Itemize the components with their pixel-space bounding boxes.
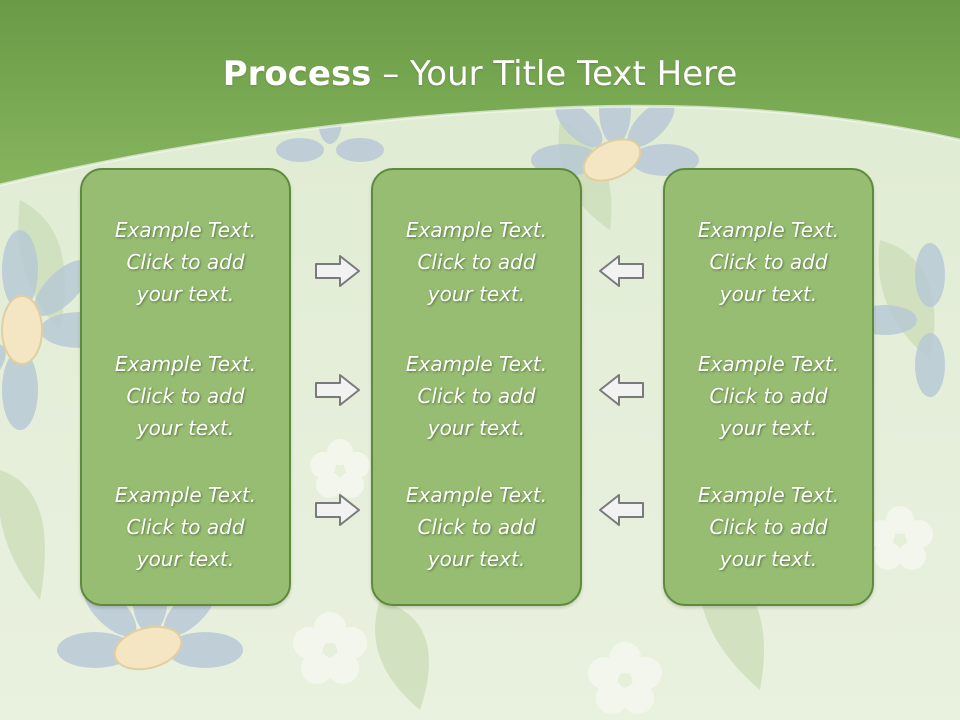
text-line: Click to add <box>709 515 828 539</box>
text-line: Click to add <box>126 515 245 539</box>
text-line: your text. <box>719 282 818 306</box>
text-line: your text. <box>719 416 818 440</box>
text-line: your text. <box>427 547 526 571</box>
text-line: your text. <box>719 547 818 571</box>
text-line: your text. <box>136 282 235 306</box>
text-line: Click to add <box>126 250 245 274</box>
arrow-left-icon <box>599 255 644 287</box>
text-line: Click to add <box>126 384 245 408</box>
text-item[interactable]: Example Text. Click to add your text. <box>373 479 580 575</box>
text-line: Example Text. <box>697 483 840 507</box>
title-bold: Process <box>222 54 372 94</box>
process-box-left[interactable]: Example Text. Click to add your text. Ex… <box>80 168 291 606</box>
arrow-right-icon <box>315 494 360 526</box>
text-item[interactable]: Example Text. Click to add your text. <box>665 348 872 444</box>
text-item[interactable]: Example Text. Click to add your text. <box>82 348 289 444</box>
arrow-left-icon <box>599 494 644 526</box>
text-line: Click to add <box>709 384 828 408</box>
text-line: your text. <box>427 416 526 440</box>
text-line: Example Text. <box>697 218 840 242</box>
text-item[interactable]: Example Text. Click to add your text. <box>665 479 872 575</box>
arrow-left-icon <box>599 374 644 406</box>
title-rest: – Your Title Text Here <box>371 54 738 94</box>
text-line: Example Text. <box>114 352 257 376</box>
text-line: Click to add <box>417 515 536 539</box>
text-line: Example Text. <box>697 352 840 376</box>
text-line: Example Text. <box>114 218 257 242</box>
text-line: Click to add <box>417 384 536 408</box>
text-item[interactable]: Example Text. Click to add your text. <box>82 479 289 575</box>
text-item[interactable]: Example Text. Click to add your text. <box>665 214 872 310</box>
text-item[interactable]: Example Text. Click to add your text. <box>373 214 580 310</box>
text-line: Example Text. <box>405 483 548 507</box>
text-line: your text. <box>427 282 526 306</box>
process-box-center[interactable]: Example Text. Click to add your text. Ex… <box>371 168 582 606</box>
arrow-right-icon <box>315 255 360 287</box>
text-item[interactable]: Example Text. Click to add your text. <box>373 348 580 444</box>
text-line: Example Text. <box>405 218 548 242</box>
text-line: your text. <box>136 547 235 571</box>
text-line: Click to add <box>709 250 828 274</box>
arrow-right-icon <box>315 374 360 406</box>
text-line: Example Text. <box>114 483 257 507</box>
text-line: Click to add <box>417 250 536 274</box>
text-item[interactable]: Example Text. Click to add your text. <box>82 214 289 310</box>
slide-title: Process – Your Title Text Here <box>0 50 960 98</box>
text-line: your text. <box>136 416 235 440</box>
process-box-right[interactable]: Example Text. Click to add your text. Ex… <box>663 168 874 606</box>
text-line: Example Text. <box>405 352 548 376</box>
